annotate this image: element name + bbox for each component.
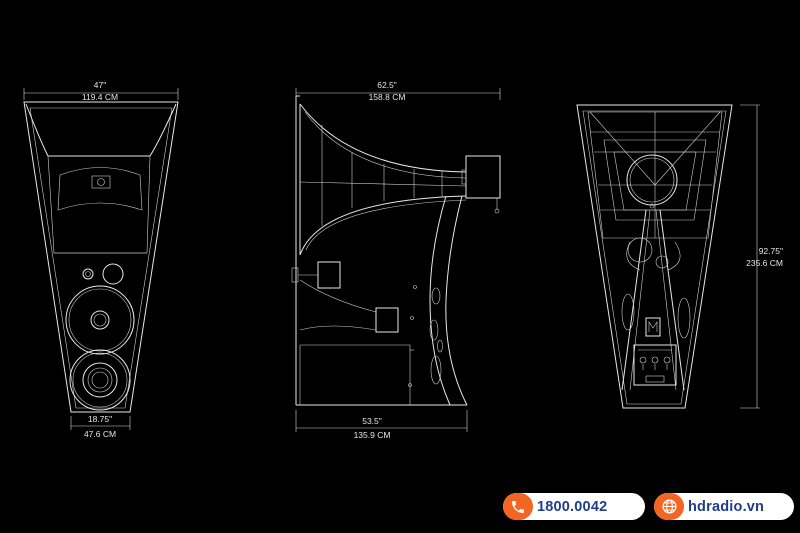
globe-icon [654,493,684,520]
website-url: hdradio.vn [688,498,765,515]
rear-compression-driver [626,154,678,206]
side-mid-driver [375,307,399,333]
side-compression-driver [465,155,501,199]
front-woofer [69,349,131,411]
hotline-badge[interactable]: 1800.0042 [503,493,645,520]
front-tweeter-right [102,263,124,285]
rear-logo-plate [645,317,661,337]
front-top-width-in: 47" [94,80,106,90]
front-base-width-in: 18.75" [88,414,112,424]
rear-height-in: 92.75" [759,246,783,256]
front-mid-driver [65,285,135,355]
front-base-width-cm: 47.6 CM [84,429,116,439]
rear-terminal-panel [633,344,677,386]
rear-height-cm: 235.6 CM [746,258,783,268]
side-view: 62.5" 158.8 CM 53.5" 135.9 CM [291,80,501,440]
side-base-depth-cm: 135.9 CM [354,430,391,440]
hotline-number: 1800.0042 [537,498,608,515]
side-top-depth-cm: 158.8 CM [369,92,406,102]
side-small-driver [317,261,341,289]
front-view: 47" 119.4 CM 18.75" 47.6 CM [23,80,179,439]
rear-view: 92.75" 235.6 CM [576,104,783,409]
side-top-depth-in: 62.5" [377,80,397,90]
phone-icon [503,493,533,520]
front-top-width-cm: 119.4 CM [82,92,118,102]
front-tweeter-left [82,268,94,280]
website-badge[interactable]: hdradio.vn [654,493,794,520]
side-base-depth-in: 53.5" [362,416,382,426]
